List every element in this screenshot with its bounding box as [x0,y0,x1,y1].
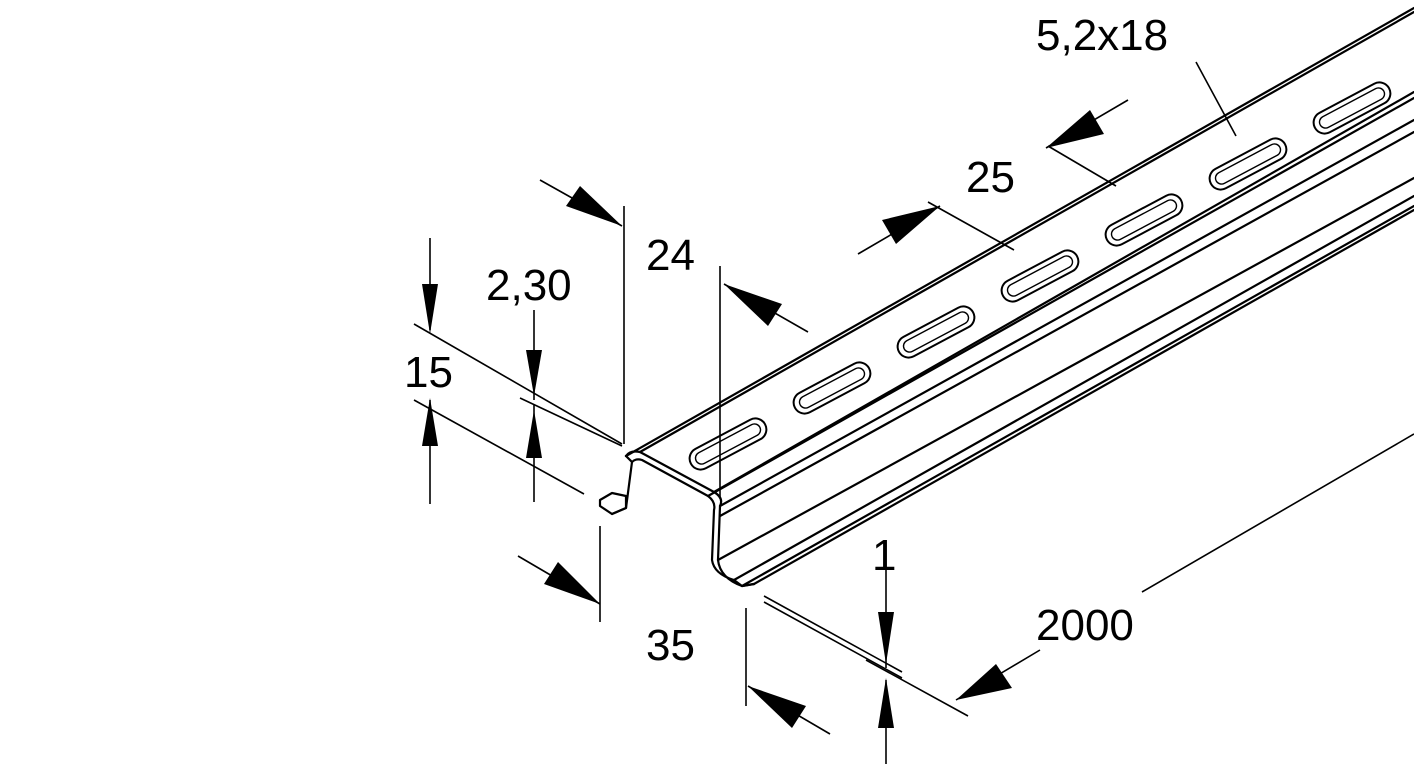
label-thickness: 1 [872,531,896,580]
slot-inner-edge [1110,199,1178,241]
label-slot-pitch: 25 [966,153,1015,202]
label-flange-height: 2,30 [486,261,572,310]
dimension-labels: 15 2,30 24 35 25 5,2x18 1 2000 [404,11,1168,670]
slots [688,81,1392,471]
slot-inner-edge [1006,255,1074,297]
slot [1000,249,1080,303]
slot [1312,81,1392,135]
slot-inner-edge [902,311,970,353]
slot-inner-edge [1214,143,1282,185]
label-top-width: 24 [646,231,695,280]
slot-inner-edge [798,367,866,409]
slot [1104,193,1184,247]
label-base-width: 35 [646,621,695,670]
slot [688,417,768,471]
dimension-lines [413,61,1414,764]
slot [792,361,872,415]
label-slot-size: 5,2x18 [1036,11,1168,60]
label-height: 15 [404,348,453,397]
slot-inner-edge [1318,87,1386,129]
rail-profile [598,6,1414,588]
label-length: 2000 [1036,601,1134,650]
slot-inner-edge [694,423,762,465]
slot [896,305,976,359]
slot [1208,137,1288,191]
